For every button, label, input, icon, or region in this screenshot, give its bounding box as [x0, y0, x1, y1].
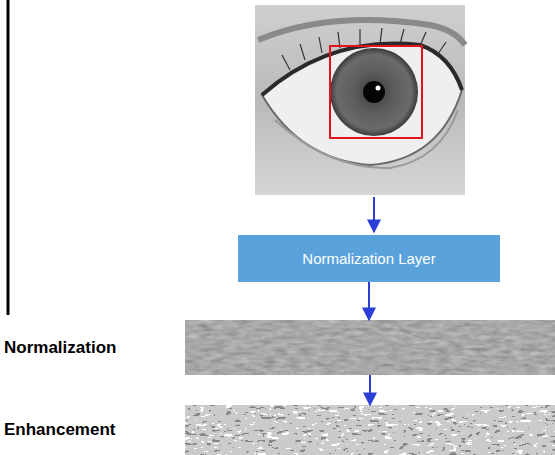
flow-arrow: [368, 282, 370, 320]
enhanced-strip: [185, 405, 555, 455]
normalized-strip: [185, 320, 555, 375]
flow-arrow: [369, 375, 371, 405]
eye-photo: [255, 5, 465, 195]
stage-label: Enhancement: [4, 420, 115, 440]
process-box: Normalization Layer: [238, 235, 500, 282]
side-rule: [7, 0, 10, 315]
stage-label: Normalization: [4, 338, 116, 358]
image-band: Enhancement: [0, 405, 555, 455]
box-label: Normalization Layer: [302, 250, 435, 267]
flow-arrow: [373, 197, 375, 232]
image-band: Normalization: [0, 320, 555, 375]
